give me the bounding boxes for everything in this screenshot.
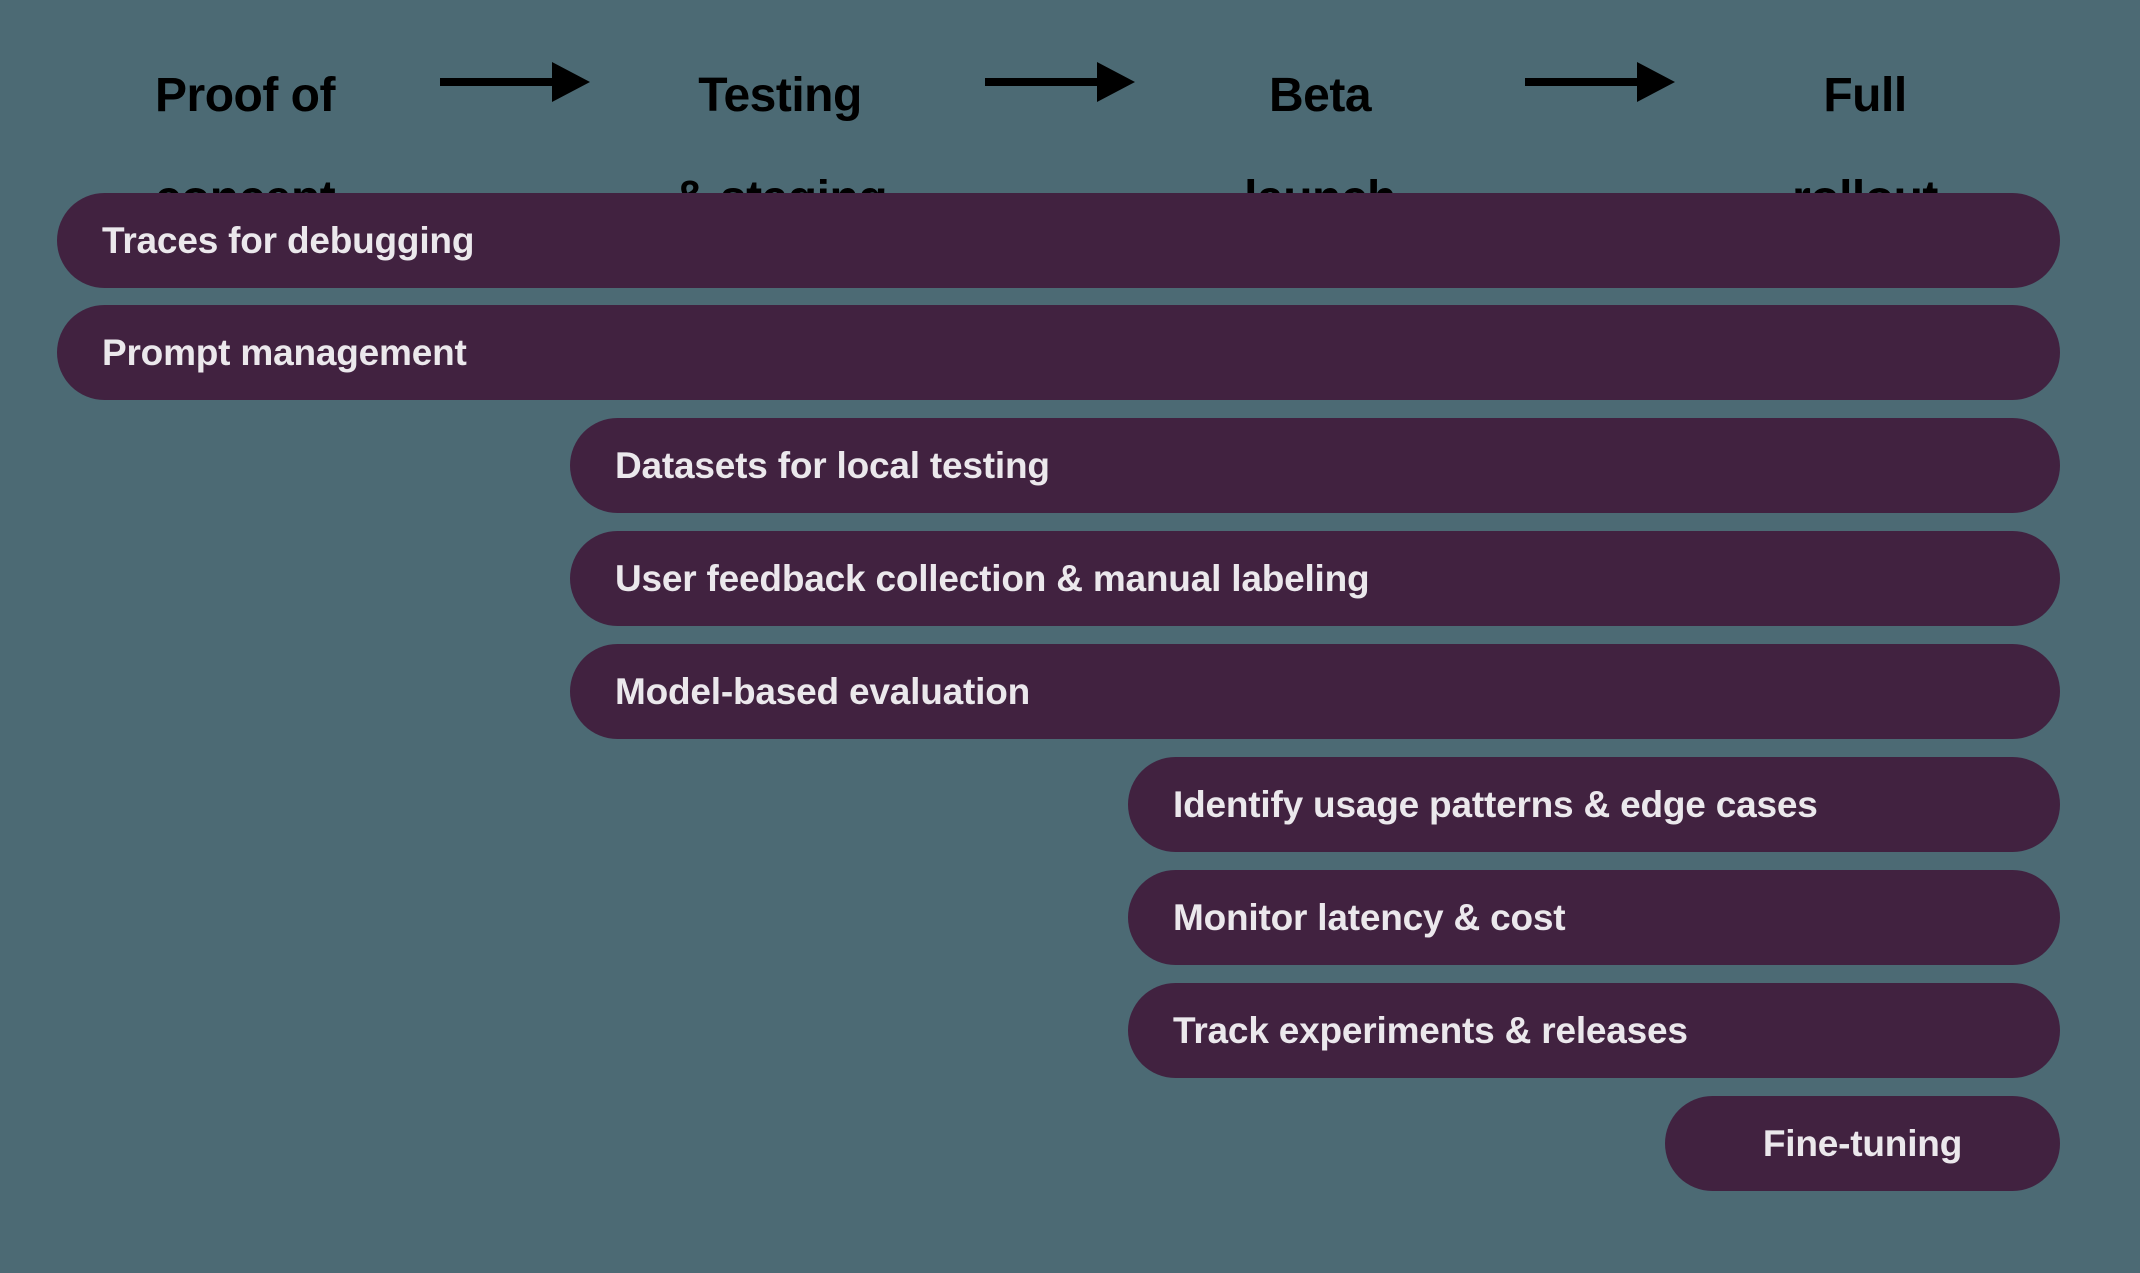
capability-bar-label: Track experiments & releases [1173, 1010, 1688, 1051]
phase-label-line1: Proof of [155, 68, 335, 122]
capability-bar-label: Model-based evaluation [615, 671, 1031, 712]
arrow-right-icon [1525, 58, 1675, 106]
capability-bar-label: User feedback collection & manual labeli… [615, 558, 1370, 599]
capability-bar-identify-usage-patterns[interactable]: Identify usage patterns & edge cases [1128, 757, 2060, 852]
capability-bar-datasets-for-local-testing[interactable]: Datasets for local testing [570, 418, 2060, 513]
capability-bar-label: Monitor latency & cost [1173, 897, 1566, 938]
phase-label-line1: Testing [698, 68, 862, 122]
phase-label-line1: Full [1823, 68, 1907, 122]
capability-bar-label: Traces for debugging [102, 220, 475, 261]
capability-bar-label: Identify usage patterns & edge cases [1173, 784, 1818, 825]
capability-bar-fine-tuning[interactable]: Fine-tuning [1665, 1096, 2060, 1191]
capability-bar-prompt-management[interactable]: Prompt management [57, 305, 2060, 400]
phase-label-line1: Beta [1268, 68, 1372, 122]
arrow-right-icon [985, 58, 1135, 106]
capability-bar-monitor-latency-and-cost[interactable]: Monitor latency & cost [1128, 870, 2060, 965]
capability-bar-model-based-evaluation[interactable]: Model-based evaluation [570, 644, 2060, 739]
arrow-right-icon [440, 58, 590, 106]
capability-bar-track-experiments-and-releases[interactable]: Track experiments & releases [1128, 983, 2060, 1078]
capability-bar-label: Datasets for local testing [615, 445, 1050, 486]
capability-bar-label: Fine-tuning [1762, 1123, 1963, 1164]
capability-bar-traces-for-debugging[interactable]: Traces for debugging [57, 193, 2060, 288]
capability-bar-label: Prompt management [102, 332, 467, 373]
capability-bar-user-feedback-collection[interactable]: User feedback collection & manual labeli… [570, 531, 2060, 626]
